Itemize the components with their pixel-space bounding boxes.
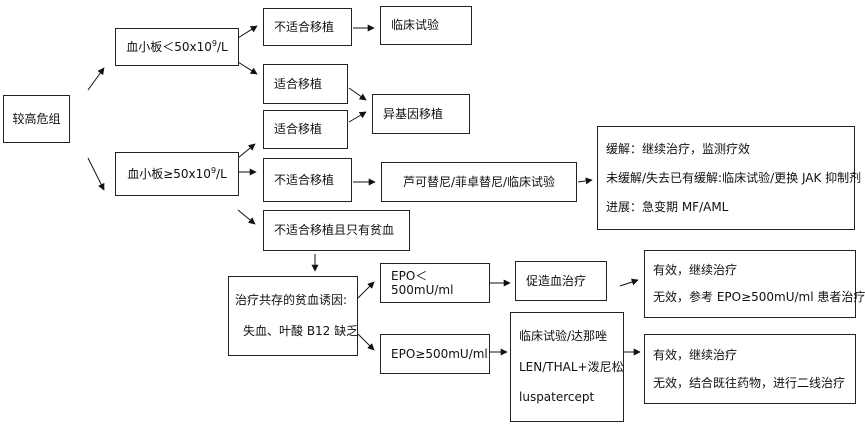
node-clinical-trial: 临床试验	[380, 6, 472, 45]
node-transplant-2: 适合移植	[263, 110, 348, 149]
arrow-plt-low-to-not-transplant	[237, 25, 258, 39]
node-platelet-high: 血小板≥50x109/L	[115, 152, 239, 196]
node-promote-hematopoiesis: 促造血治疗	[515, 261, 607, 301]
node-anemia-causes: 治疗共存的贫血诱因: 失血、叶酸 B12 缺乏	[228, 276, 358, 356]
platelet-low-label: 血小板＜50x109/L	[126, 39, 228, 55]
node-jak-inhibitors: 芦可替尼/菲卓替尼/临床试验	[381, 162, 577, 202]
node-epo-high-result: 有效，继续治疗 无效，结合既往药物，进行二线治疗	[644, 334, 856, 404]
node-not-transplant-anemia: 不适合移植且只有贫血	[263, 210, 410, 251]
arrow-jak-to-response	[577, 177, 593, 185]
arrow-risk-to-plt-low	[87, 67, 105, 91]
arrow-risk-to-plt-high	[87, 157, 105, 191]
arrow-cause-to-epo-high	[357, 333, 375, 351]
node-second-line-options: 临床试验/达那唑 LEN/THAL+泼尼松 luspatercept	[510, 312, 624, 422]
node-epo-low: EPO＜500mU/ml	[380, 263, 490, 303]
arrow-plt-high-to-anemia	[237, 209, 256, 225]
node-epo-high: EPO≥500mU/ml	[380, 334, 490, 374]
arrow-transplant2-to-allo	[348, 111, 367, 123]
arrow-plt-high-to-transplant	[237, 143, 256, 159]
arrow-promote-to-result	[619, 278, 639, 287]
arrow-plt-low-to-transplant	[237, 61, 258, 75]
arrow-cause-to-epo-low	[357, 281, 375, 299]
arrow-transplant1-to-allo	[348, 87, 367, 101]
node-response-outcomes: 缓解：继续治疗，监测疗效 未缓解/失去已有缓解:临床试验/更换 JAK 抑制剂 …	[597, 126, 861, 230]
platelet-high-label: 血小板≥50x109/L	[127, 166, 227, 182]
node-epo-low-result: 有效，继续治疗 无效，参考 EPO≥500mU/ml 患者治疗	[644, 250, 865, 318]
node-not-transplant-1: 不适合移植	[263, 8, 352, 46]
node-high-risk: 较高危组	[3, 95, 70, 143]
node-platelet-low: 血小板＜50x109/L	[115, 28, 239, 66]
node-allo-transplant: 异基因移植	[372, 94, 470, 134]
node-transplant-1: 适合移植	[263, 64, 348, 104]
node-not-transplant-2: 不适合移植	[263, 158, 352, 202]
